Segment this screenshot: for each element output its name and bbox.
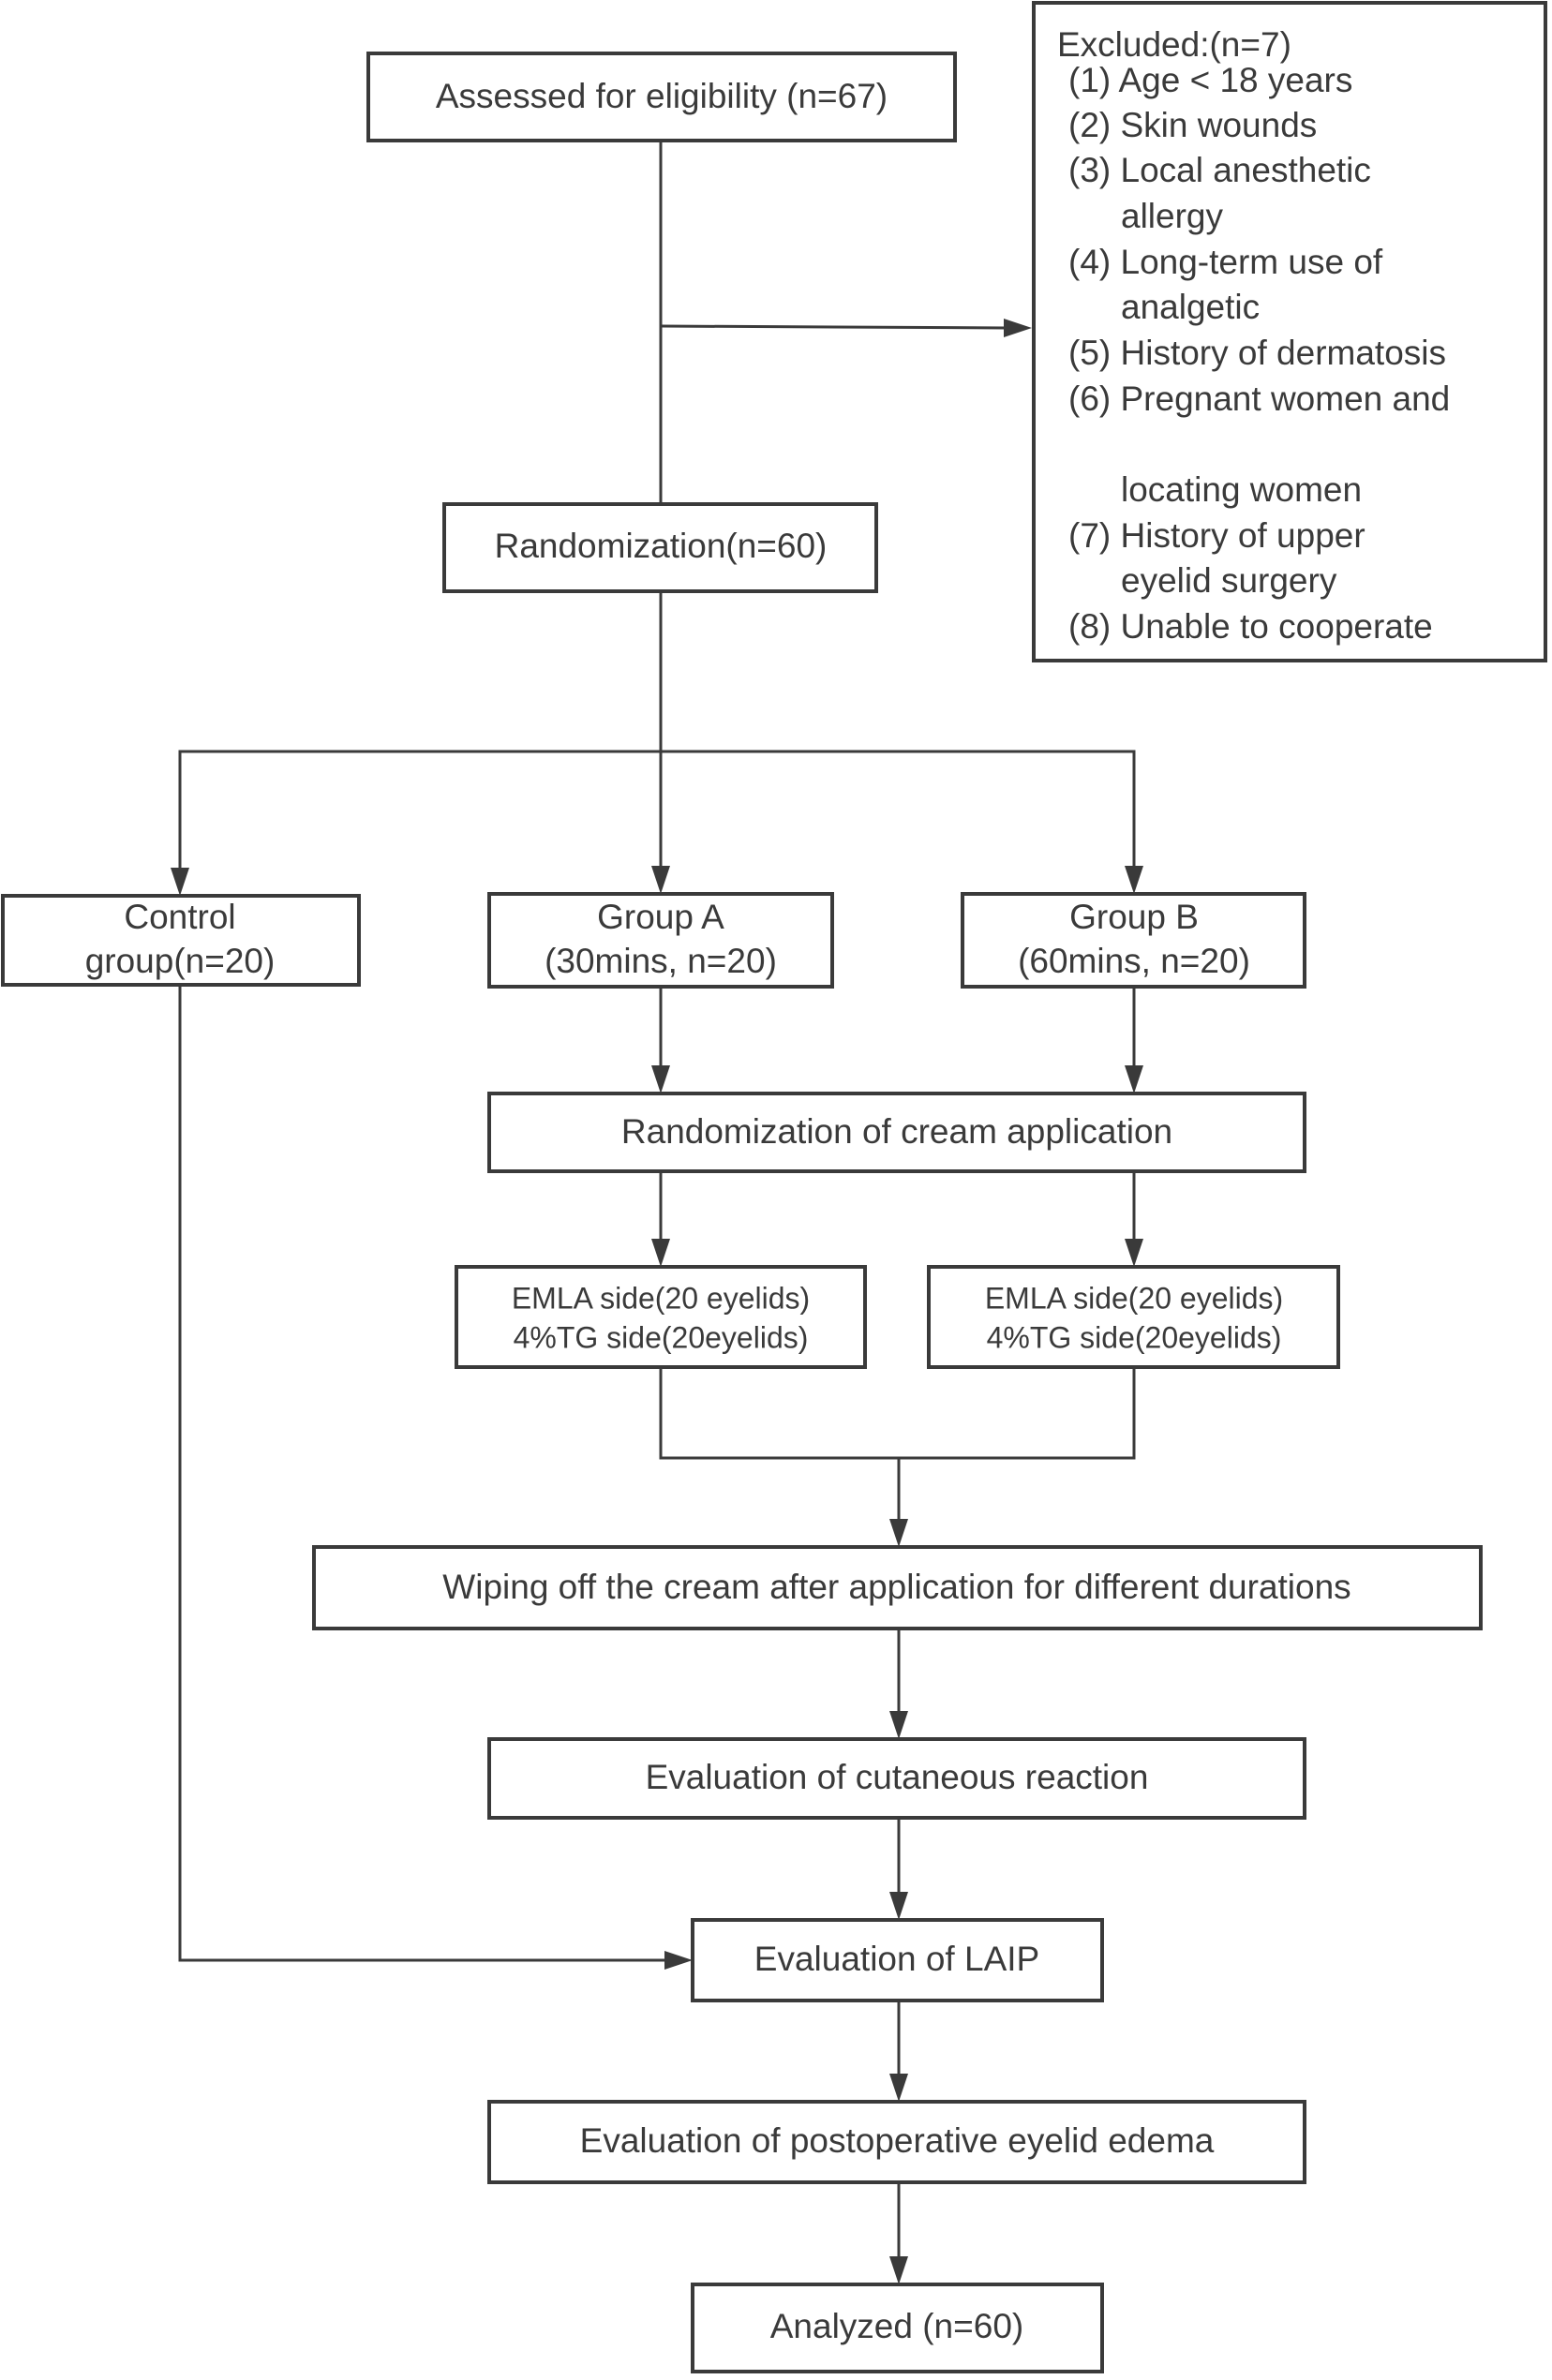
laip-box: Evaluation of LAIP [691,1918,1104,2002]
assessed-label: Assessed for eligibility (n=67) [436,77,888,115]
arrow-head-icon [889,2256,908,2284]
connector-branches [178,750,1136,871]
arrow-head-icon [651,1239,670,1267]
edema-label: Evaluation of postoperative eyelid edema [580,2121,1215,2160]
randomization-label: Randomization(n=60) [495,527,828,565]
group-b-label: Group B [1069,898,1199,936]
excluded-item: (8) Unable to cooperate [1068,607,1433,646]
arrow-head-icon [651,1065,670,1093]
sides-a-box: EMLA side(20 eyelids) 4%TG side(20eyelid… [455,1265,867,1369]
control-count: group(n=20) [85,942,276,980]
group-b-detail: (60mins, n=20) [1018,942,1250,980]
excluded-item: (2) Skin wounds [1068,106,1317,144]
tg-side-label: 4%TG side(20eyelids) [514,1320,809,1354]
analyzed-label: Analyzed (n=60) [770,2307,1023,2345]
arrow-head-icon [889,1519,908,1547]
arrow-head-icon [1125,1065,1143,1093]
emla-side-label: EMLA side(20 eyelids) [985,1281,1283,1315]
assessed-box: Assessed for eligibility (n=67) [366,52,957,142]
control-label: Control [124,898,235,936]
edema-box: Evaluation of postoperative eyelid edema [487,2100,1306,2184]
arrow-head-icon [664,1951,693,1970]
excluded-item: (5) History of dermatosis [1068,334,1446,372]
group-a-detail: (30mins, n=20) [545,942,777,980]
randomization-cream-box: Randomization of cream application [487,1092,1306,1173]
randomization-cream-label: Randomization of cream application [621,1112,1172,1151]
group-a-box: Group A (30mins, n=20) [487,892,834,989]
tg-side-label: 4%TG side(20eyelids) [987,1320,1282,1354]
cutaneous-box: Evaluation of cutaneous reaction [487,1737,1306,1820]
analyzed-box: Analyzed (n=60) [691,2283,1104,2373]
arrow-head-icon [1125,1239,1143,1267]
excluded-item: (3) Local anesthetic [1068,151,1371,189]
wiping-label: Wiping off the cream after application f… [442,1568,1351,1606]
randomization-box: Randomization(n=60) [442,502,878,593]
excluded-item: locating women [1121,470,1362,509]
emla-side-label: EMLA side(20 eyelids) [512,1281,810,1315]
sides-b-box: EMLA side(20 eyelids) 4%TG side(20eyelid… [927,1265,1340,1369]
control-group-box: Control group(n=20) [1,894,361,987]
excluded-item: (7) History of upper [1068,516,1365,555]
connector-control-laip [178,985,668,1962]
connector-join [659,1367,1136,1460]
excluded-box: Excluded:(n=7) (1) Age < 18 years (2) Sk… [1032,1,1547,662]
group-a-label: Group A [597,898,724,936]
arrow-head-icon [651,866,670,894]
excluded-item: (4) Long-term use of [1068,243,1383,281]
group-b-box: Group B (60mins, n=20) [961,892,1306,989]
excluded-title: Excluded:(n=7) [1057,25,1291,64]
excluded-item: eyelid surgery [1121,561,1337,600]
arrow-head-icon [889,1711,908,1739]
connector-excluded [660,324,1008,330]
wiping-box: Wiping off the cream after application f… [312,1545,1483,1630]
arrow-head-icon [889,1892,908,1920]
cutaneous-label: Evaluation of cutaneous reaction [646,1758,1149,1796]
excluded-item: analgetic [1121,288,1260,326]
excluded-item: (6) Pregnant women and [1068,379,1450,418]
arrow-head-icon [1125,866,1143,894]
laip-label: Evaluation of LAIP [754,1940,1039,1978]
arrow-head-icon [1004,319,1032,337]
arrow-head-icon [171,868,189,896]
excluded-item: allergy [1121,197,1223,235]
arrow-head-icon [889,2074,908,2102]
connectors [171,141,1143,2284]
excluded-item: (1) Age < 18 years [1068,61,1352,99]
